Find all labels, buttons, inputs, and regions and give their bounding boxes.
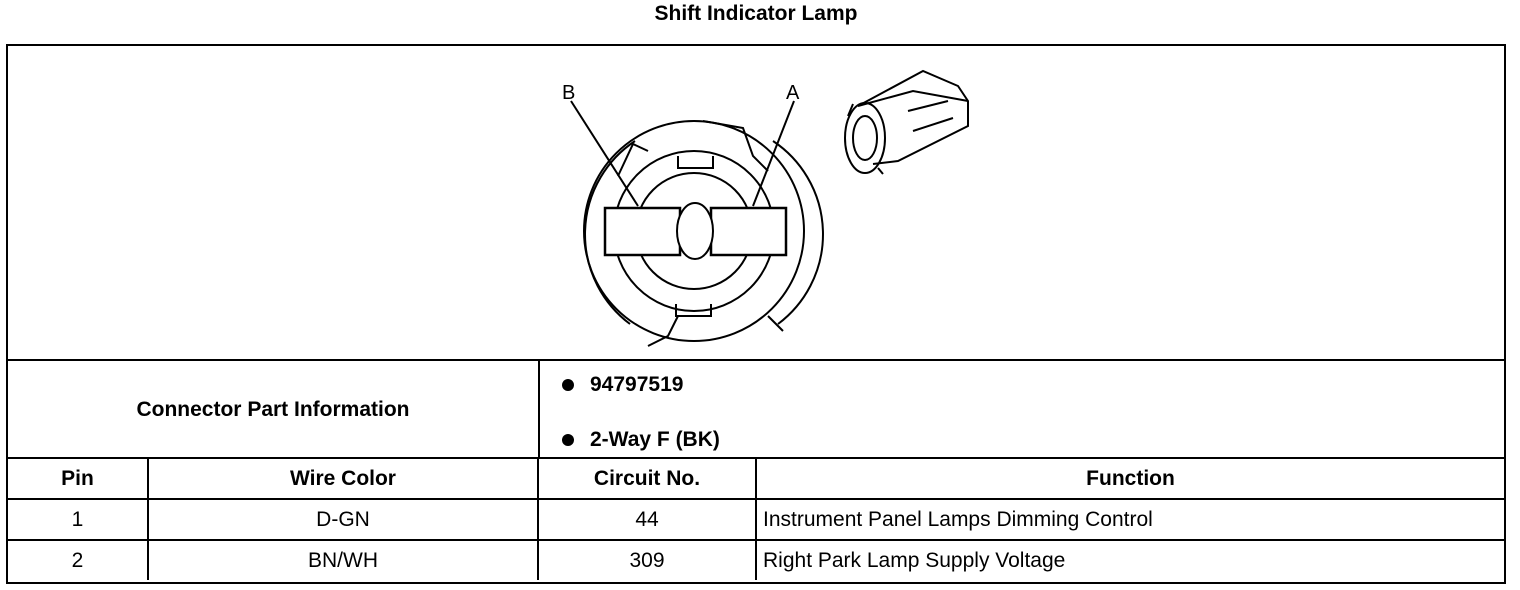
bottom-tab	[675, 304, 712, 317]
center-post	[676, 202, 714, 260]
wire-color-cell: D-GN	[147, 498, 539, 541]
bullet-icon	[562, 379, 574, 391]
leader-line-a	[752, 100, 795, 207]
circuit-cell: 44	[537, 498, 757, 541]
bullet-icon	[562, 434, 574, 446]
header-function: Function	[755, 459, 1504, 500]
header-circuit-no: Circuit No.	[537, 459, 757, 500]
pin-cell: 2	[8, 539, 149, 580]
pin-table: Pin Wire Color Circuit No. Function 1 D-…	[8, 459, 1504, 580]
header-wire-color: Wire Color	[147, 459, 539, 500]
table-row: 2 BN/WH 309 Right Park Lamp Supply Volta…	[8, 539, 1504, 580]
outer-ring	[583, 120, 805, 342]
pin-cell: 1	[8, 498, 149, 541]
right-guide	[767, 315, 784, 332]
terminal-label-a: A	[786, 82, 800, 104]
page-title: Shift Indicator Lamp	[654, 2, 858, 25]
connector-part-info-label: Connector Part Information	[8, 361, 540, 458]
left-latch	[647, 315, 679, 347]
function-cell: Instrument Panel Lamps Dimming Control	[755, 498, 1504, 541]
part-number-item: 94797519	[562, 373, 683, 397]
connector-drawing: B A	[562, 69, 969, 347]
right-latch	[702, 120, 769, 172]
pin-table-wrapper: Pin Wire Color Circuit No. Function 1 D-…	[8, 457, 1504, 580]
connector-type: 2-Way F (BK)	[590, 428, 720, 451]
terminal-label-b: B	[562, 82, 575, 104]
pin-table-header: Pin Wire Color Circuit No. Function	[8, 459, 1504, 500]
terminal-b	[603, 206, 682, 257]
connector-chart: B A Connector Part Information 94797519 …	[6, 44, 1506, 584]
top-tab	[677, 156, 714, 169]
terminal-a	[709, 206, 788, 257]
connector-type-item: 2-Way F (BK)	[562, 428, 720, 452]
connector-side-view	[844, 69, 969, 175]
outer-shell-left	[584, 140, 636, 325]
header-pin: Pin	[8, 459, 149, 500]
connector-diagram: B A	[8, 46, 1504, 361]
circuit-cell: 309	[537, 539, 757, 580]
wire-color-cell: BN/WH	[147, 539, 539, 580]
leader-line-b	[570, 100, 639, 207]
left-guide	[617, 142, 649, 177]
table-row: 1 D-GN 44 Instrument Panel Lamps Dimming…	[8, 498, 1504, 541]
outer-shell-right	[772, 140, 824, 325]
connector-part-info-list: 94797519 2-Way F (BK)	[540, 361, 1504, 458]
part-number: 94797519	[590, 373, 684, 396]
function-cell: Right Park Lamp Supply Voltage	[755, 539, 1504, 580]
